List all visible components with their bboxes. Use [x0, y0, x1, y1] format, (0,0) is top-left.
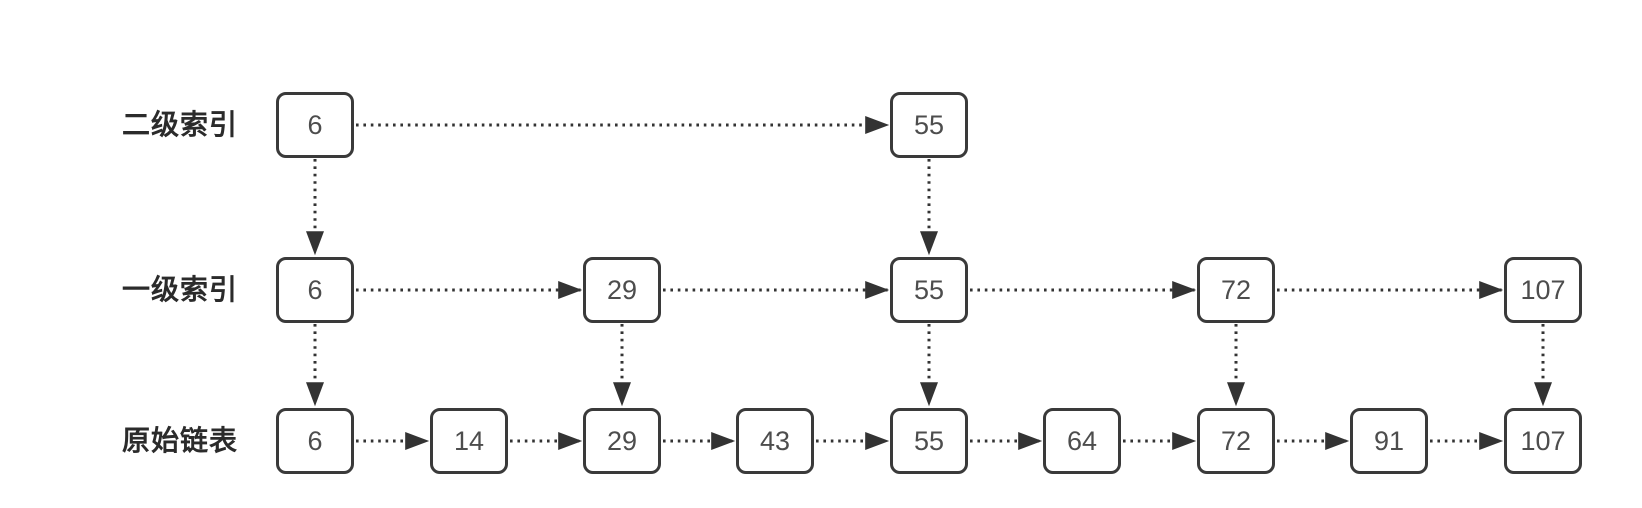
node-original-linked-list-72: 72 — [1197, 408, 1275, 474]
node-original-linked-list-29: 29 — [583, 408, 661, 474]
node-original-linked-list-91: 91 — [1350, 408, 1428, 474]
row-label-first-level-index: 一级索引 — [121, 274, 238, 305]
node-original-linked-list-55: 55 — [890, 408, 968, 474]
row-label-original-linked-list: 原始链表 — [121, 425, 238, 456]
node-second-level-index-55: 55 — [890, 92, 968, 158]
node-original-linked-list-14: 14 — [430, 408, 508, 474]
node-original-linked-list-64: 64 — [1043, 408, 1121, 474]
node-first-level-index-55: 55 — [890, 257, 968, 323]
node-original-linked-list-6: 6 — [276, 408, 354, 474]
node-second-level-index-6: 6 — [276, 92, 354, 158]
node-original-linked-list-43: 43 — [736, 408, 814, 474]
row-label-second-level-index: 二级索引 — [121, 109, 238, 140]
node-first-level-index-29: 29 — [583, 257, 661, 323]
node-original-linked-list-107: 107 — [1504, 408, 1582, 474]
node-first-level-index-6: 6 — [276, 257, 354, 323]
node-first-level-index-72: 72 — [1197, 257, 1275, 323]
node-first-level-index-107: 107 — [1504, 257, 1582, 323]
